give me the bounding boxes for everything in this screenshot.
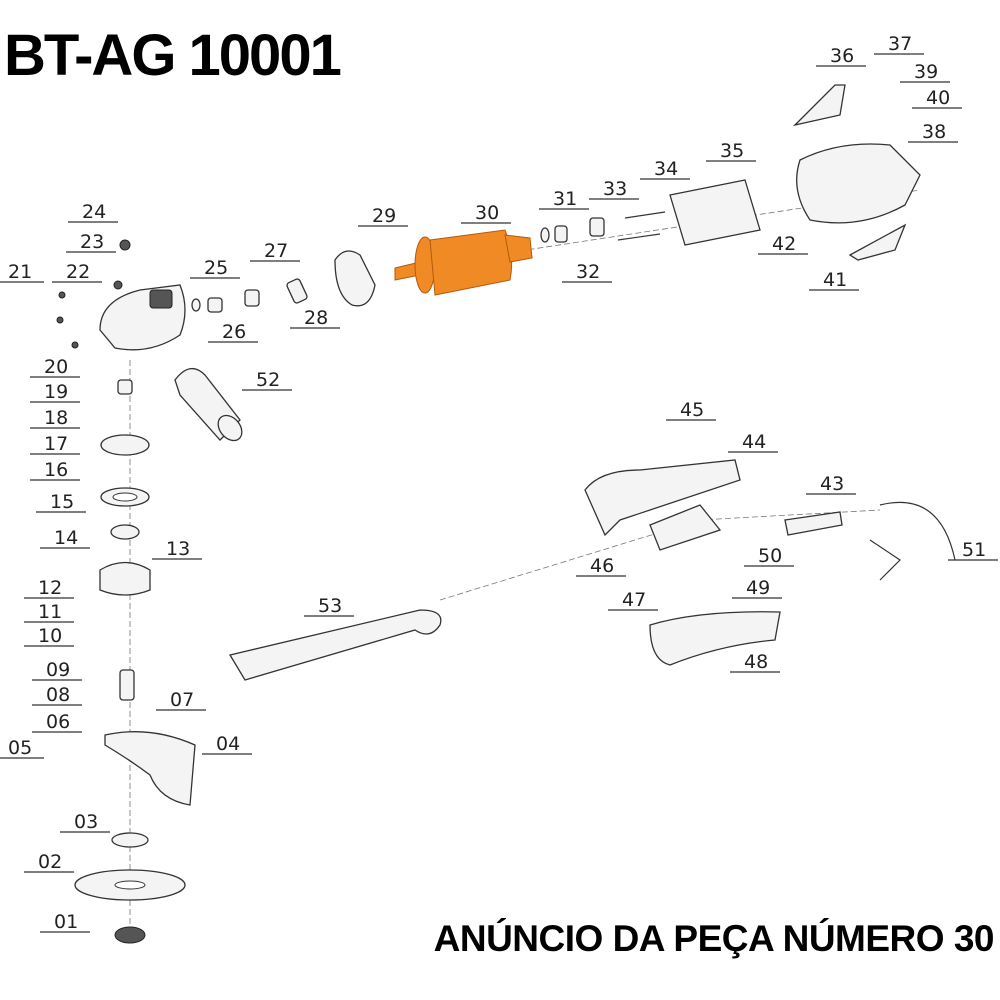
part-label-14: 14: [54, 527, 78, 549]
part-label-53: 53: [318, 595, 342, 617]
part-label-46: 46: [590, 555, 614, 577]
part-label-03: 03: [74, 811, 98, 833]
power-cord: [869, 501, 956, 581]
spanner-wrench: [228, 609, 442, 681]
part-label-25: 25: [204, 257, 228, 279]
handle-cover: [584, 459, 741, 537]
model-title: BT-AG 10001: [4, 23, 342, 88]
side-handle: [174, 368, 243, 442]
part-label-20: 20: [44, 356, 68, 378]
spindle-parts: [74, 379, 196, 944]
switch: [649, 504, 722, 551]
part-label-10: 10: [38, 625, 62, 647]
armature-part-30: [394, 229, 533, 296]
part-label-33: 33: [603, 178, 627, 200]
part-label-23: 23: [80, 231, 104, 253]
part-label-48: 48: [744, 651, 768, 673]
part-label-11: 11: [38, 601, 62, 623]
part-label-45: 45: [680, 399, 704, 421]
cord-guard: [784, 511, 843, 536]
part-label-30: 30: [475, 202, 499, 224]
label-plate: [848, 223, 907, 261]
motor-housing: [796, 143, 921, 224]
stator-bolts: [617, 211, 666, 241]
handle-grip: [649, 611, 781, 666]
part-label-49: 49: [746, 577, 770, 599]
part-label-13: 13: [166, 538, 190, 560]
part-label-04: 04: [216, 733, 240, 755]
part-label-37: 37: [888, 33, 912, 55]
stator: [669, 179, 761, 246]
part-label-02: 02: [38, 851, 62, 873]
part-label-08: 08: [46, 684, 70, 706]
part-label-31: 31: [553, 188, 577, 210]
part-label-47: 47: [622, 589, 646, 611]
part-label-42: 42: [772, 233, 796, 255]
part-label-34: 34: [654, 158, 678, 180]
part-label-01: 01: [54, 911, 78, 933]
part-label-28: 28: [304, 307, 328, 329]
part-label-36: 36: [830, 45, 854, 67]
part-label-15: 15: [50, 491, 74, 513]
screws: [56, 239, 131, 349]
part-label-07: 07: [170, 689, 194, 711]
part-label-35: 35: [720, 140, 744, 162]
part-label-39: 39: [914, 61, 938, 83]
part-label-18: 18: [44, 407, 68, 429]
label-plate: [792, 84, 846, 127]
part-label-22: 22: [66, 261, 90, 283]
part-label-51: 51: [962, 539, 986, 561]
part-label-52: 52: [256, 369, 280, 391]
rear-bearings: [540, 217, 605, 243]
part-label-29: 29: [372, 205, 396, 227]
part-label-24: 24: [82, 201, 106, 223]
part-label-05: 05: [8, 737, 32, 759]
part-label-27: 27: [264, 240, 288, 262]
gear-housing: [99, 284, 186, 351]
part-label-32: 32: [576, 261, 600, 283]
part-label-50: 50: [758, 545, 782, 567]
part-label-19: 19: [44, 381, 68, 403]
part-label-12: 12: [38, 577, 62, 599]
part-label-38: 38: [922, 121, 946, 143]
part-label-44: 44: [742, 431, 766, 453]
part-label-16: 16: [44, 459, 68, 481]
part-label-21: 21: [8, 261, 32, 283]
part-label-41: 41: [823, 269, 847, 291]
part-label-17: 17: [44, 433, 68, 455]
baffle-plate: [334, 250, 376, 307]
part-label-09: 09: [46, 659, 70, 681]
part-label-26: 26: [222, 321, 246, 343]
part-label-06: 06: [46, 711, 70, 733]
part-label-43: 43: [820, 473, 844, 495]
part-caption: ANÚNCIO DA PEÇA NÚMERO 30: [433, 918, 995, 959]
bearings: [191, 278, 308, 313]
part-label-40: 40: [926, 87, 950, 109]
